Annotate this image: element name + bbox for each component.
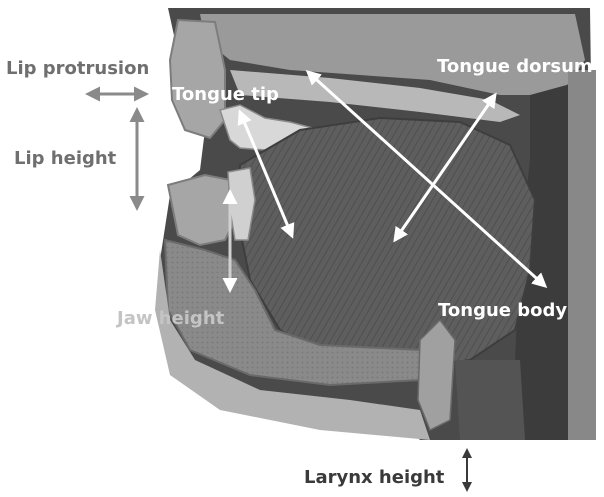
lip-height-label: Lip height (14, 150, 116, 168)
upper-lip (170, 20, 225, 138)
tongue-body-label: Tongue body (438, 302, 567, 320)
tongue-tip-label: Tongue tip (172, 86, 279, 104)
tongue-dorsum-label: Tongue dorsum (437, 58, 593, 76)
lip-protrusion-label: Lip protrusion (6, 60, 149, 78)
lower-lip (168, 175, 235, 245)
spine-column (568, 70, 596, 440)
larynx (455, 360, 525, 440)
epiglottis (418, 320, 455, 430)
jaw-height-label: Jaw height (117, 310, 224, 328)
larynx-height-label: Larynx height (304, 469, 444, 487)
